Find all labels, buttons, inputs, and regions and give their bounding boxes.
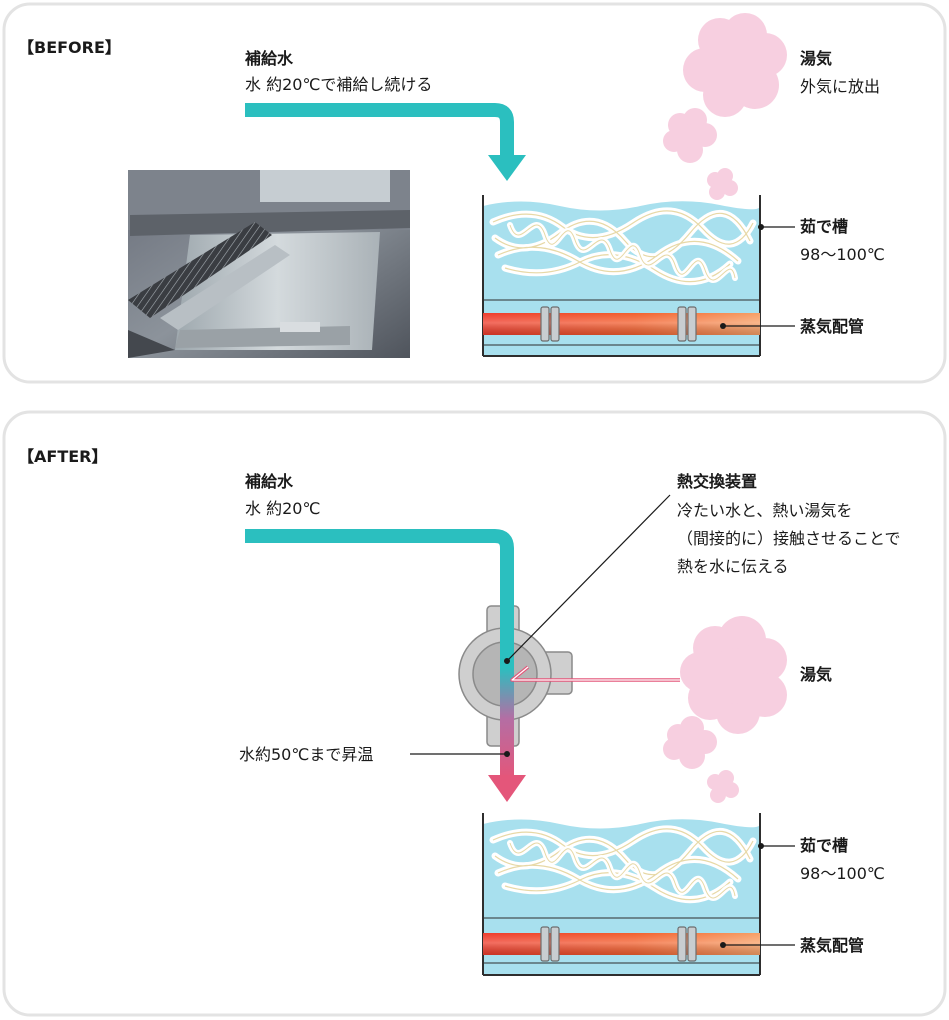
before-steam-title: 湯気	[800, 49, 832, 68]
after-supply-desc: 水 約20℃	[245, 499, 320, 518]
before-tank-dot	[758, 224, 764, 230]
after-steam-pipe	[483, 926, 760, 962]
before-pipe-dot	[720, 323, 726, 329]
before-pipe-label: 蒸気配管	[800, 317, 864, 336]
hx-desc-line-3: 熱を水に伝える	[677, 557, 789, 576]
before-supply-pipe	[245, 103, 514, 158]
hx-title: 熱交換装置	[677, 472, 757, 491]
heated-leader-dot	[504, 751, 510, 757]
before-steam-pipe	[483, 306, 760, 342]
noodles-icon	[489, 825, 757, 904]
noodles-icon	[489, 207, 757, 286]
before-supply-title: 補給水	[244, 49, 294, 68]
after-pipe-label: 蒸気配管	[800, 936, 864, 955]
hx-leader-dot	[504, 658, 510, 664]
after-supply-pipe-gradient	[500, 608, 514, 778]
before-steam-desc: 外気に放出	[800, 77, 880, 96]
after-tank-temp: 98〜100℃	[800, 864, 885, 883]
hx-desc-line-1: 冷たい水と、熱い湯気を	[677, 501, 852, 520]
heated-label: 水約50℃まで昇温	[239, 745, 373, 764]
before-tank-temp: 98〜100℃	[800, 245, 885, 264]
after-tank-dot	[758, 843, 764, 849]
hx-desc-line-2: （間接的に）接触させることで	[677, 529, 901, 548]
after-supply-title: 補給水	[244, 472, 294, 491]
arrow-down-icon	[488, 155, 526, 181]
before-header: 【BEFORE】	[18, 38, 121, 57]
hx-leader	[506, 494, 671, 662]
after-pipe-dot	[720, 942, 726, 948]
after-steam-title: 湯気	[800, 665, 832, 684]
arrow-down-icon	[488, 775, 526, 802]
before-tank-title: 茹で槽	[800, 217, 848, 236]
after-tank-title: 茹で槽	[800, 836, 848, 855]
steam-cloud-icon	[663, 13, 787, 200]
after-steam-line-inner	[511, 666, 680, 681]
after-supply-pipe-top	[245, 529, 514, 610]
before-photo	[128, 170, 410, 358]
steam-cloud-icon	[663, 616, 787, 803]
after-header: 【AFTER】	[18, 447, 107, 466]
before-supply-desc: 水 約20℃で補給し続ける	[245, 75, 432, 94]
